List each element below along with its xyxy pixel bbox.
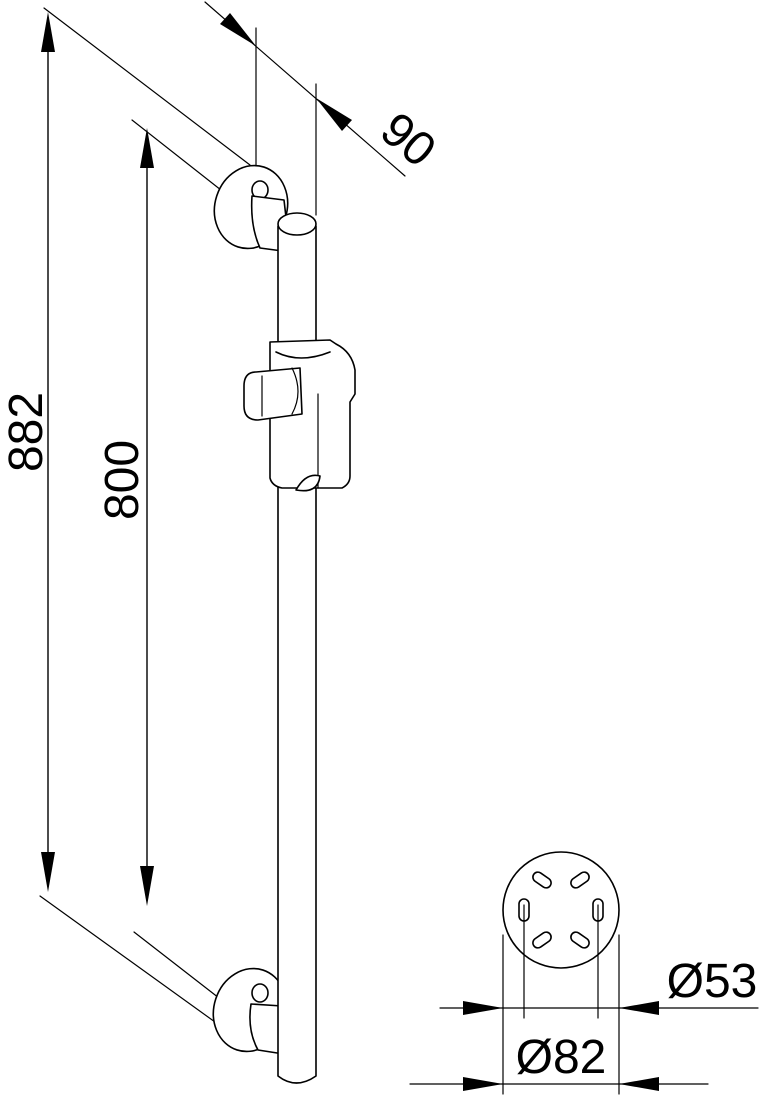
arrowhead-82-right [619,1077,659,1091]
arrowhead-53-right [619,1001,659,1015]
arrowhead-82-left [463,1077,503,1091]
holder-lever [295,474,321,492]
arrowhead-882-bottom [41,852,55,892]
rosette-detail [502,851,620,969]
rail-top-cap [277,212,317,236]
arrowhead-882-top [41,12,55,52]
rosette-slot-bottom-right [570,931,590,949]
wall-distance-dimension [204,1,406,216]
rail-length-dimension [131,119,241,1006]
wall-distance-label: 90 [370,103,445,178]
sliding-holder [243,339,356,492]
extension-line-bottom-inner [133,931,229,1006]
extension-line-bottom-outer [39,895,241,1041]
extension-line-top-outer [43,7,251,166]
rosette-slot-top-left [532,871,552,889]
arrowhead-800-bottom [140,866,154,906]
inner-diameter-label: Ø53 [667,955,758,1008]
rosette-outer-circle [502,851,620,969]
rail-length-label: 800 [96,440,149,520]
holder-top-edge [275,351,331,359]
arrowhead-800-top [140,128,154,168]
overall-length-dimension [39,7,251,1041]
overall-length-label: 882 [0,392,53,472]
arrowhead-90-left [220,13,256,46]
inner-diameter-dimension [439,904,759,1019]
arrowhead-53-left [463,1001,503,1015]
holder-socket-rim [291,367,299,415]
rosette-slot-bottom-left [532,931,552,949]
bottom-bracket-screw-hole [251,983,269,1003]
holder-cone-socket [243,367,303,421]
rosette-slot-top-right [570,871,590,889]
outer-diameter-dimension [409,934,709,1095]
top-wall-bracket [213,164,291,253]
arrowhead-90-right [316,98,352,131]
outer-diameter-label: Ø82 [516,1031,607,1084]
